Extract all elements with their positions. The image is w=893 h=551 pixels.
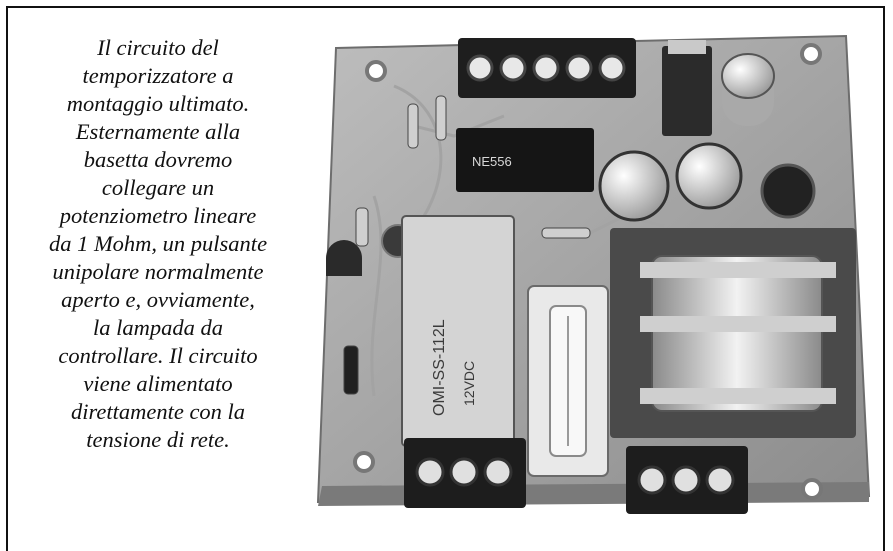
- caption-line: Esternamente alla: [75, 119, 241, 144]
- figure-caption: Il circuito del temporizzatore a montagg…: [22, 34, 294, 454]
- voltage-regulator: [662, 40, 712, 136]
- caption-line: tensione di rete.: [86, 427, 230, 452]
- terminal-block-bottom-right: [626, 446, 748, 514]
- ic-marking: NE556: [472, 154, 512, 169]
- electrolytic-capacitor-top: [721, 53, 775, 126]
- caption-line: montaggio ultimato.: [66, 91, 250, 116]
- caption-line: viene alimentato: [83, 371, 233, 396]
- electrolytic-capacitors: [381, 142, 816, 258]
- caption-line: da 1 Mohm, un pulsante: [48, 231, 268, 256]
- transistor: [326, 240, 362, 276]
- caption-line: la lampada da: [92, 315, 223, 340]
- caption-line: basetta dovremo: [83, 147, 233, 172]
- caption-line: controllare. Il circuito: [58, 343, 258, 368]
- fuse-holder: [527, 285, 609, 477]
- caption-line: potenziometro lineare: [59, 203, 257, 228]
- terminal-block-top: [458, 38, 636, 98]
- figure-frame: Il circuito del temporizzatore a montagg…: [6, 6, 885, 551]
- caption-line: unipolare normalmente: [52, 259, 264, 284]
- caption-line: temporizzatore a: [82, 63, 234, 88]
- transformer: [610, 228, 856, 438]
- mounting-holes: [353, 43, 823, 500]
- terminal-block-bottom-left: [404, 438, 526, 508]
- circuit-board-photo: NE556 OMI-SS-112L 12VDC: [316, 34, 871, 514]
- relay: OMI-SS-112L 12VDC: [401, 215, 515, 447]
- timer-ic: NE556: [456, 128, 594, 192]
- caption-line: direttamente con la: [70, 399, 246, 424]
- caption-line: collegare un: [101, 175, 215, 200]
- caption-line: Il circuito del: [97, 35, 219, 60]
- resistors: [343, 95, 591, 395]
- caption-line: aperto e, ovviamente,: [61, 287, 255, 312]
- relay-voltage-marking: 12VDC: [461, 361, 477, 406]
- relay-marking: OMI-SS-112L: [431, 319, 448, 416]
